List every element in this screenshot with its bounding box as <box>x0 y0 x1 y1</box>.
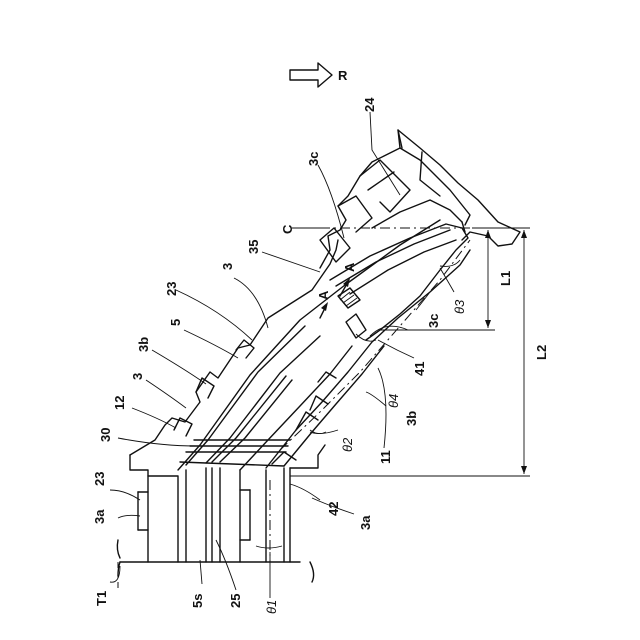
label-T1: T1 <box>94 591 109 606</box>
label-3c-top: 3c <box>306 152 321 166</box>
label-C: C <box>280 224 295 234</box>
label-5s: 5s <box>190 594 205 608</box>
label-L2: L2 <box>534 345 549 360</box>
label-theta4: θ4 <box>386 394 401 408</box>
label-A-left: A <box>316 290 331 300</box>
label-24: 24 <box>362 97 377 112</box>
label-23-upper: 23 <box>164 282 179 296</box>
label-R: R <box>338 68 348 83</box>
label-35: 35 <box>246 240 261 254</box>
label-30: 30 <box>98 428 113 442</box>
top-right-head <box>320 130 520 340</box>
angle-arcs <box>256 260 460 548</box>
direction-arrow-r <box>290 63 332 87</box>
label-theta1: θ1 <box>264 600 279 614</box>
label-41: 41 <box>412 362 427 376</box>
label-A-right: A <box>342 262 357 272</box>
lower-tread-teeth <box>272 372 336 464</box>
label-3a-right: 3a <box>358 515 373 530</box>
left-tread-block <box>130 445 325 562</box>
upper-diagonal-body <box>130 220 470 470</box>
label-3b-right: 3b <box>404 411 419 426</box>
label-3c-right: 3c <box>426 314 441 328</box>
label-23-left: 23 <box>92 472 107 486</box>
leader-lines <box>110 112 454 598</box>
dimension-lines <box>290 228 530 476</box>
belt-dashed-centerline <box>280 240 470 450</box>
label-42: 42 <box>326 502 341 516</box>
hatched-block-35 <box>338 288 366 338</box>
label-11: 11 <box>378 450 393 464</box>
label-5: 5 <box>168 319 183 326</box>
label-3a-left: 3a <box>92 509 107 524</box>
label-3-upper: 3 <box>220 263 235 270</box>
label-3-left: 3 <box>130 373 145 380</box>
label-12: 12 <box>112 396 127 410</box>
label-3b-left: 3b <box>136 337 151 352</box>
label-theta2: θ2 <box>340 437 355 452</box>
label-25: 25 <box>228 594 243 608</box>
label-L1: L1 <box>498 271 513 286</box>
label-theta3: θ3 <box>452 299 467 314</box>
